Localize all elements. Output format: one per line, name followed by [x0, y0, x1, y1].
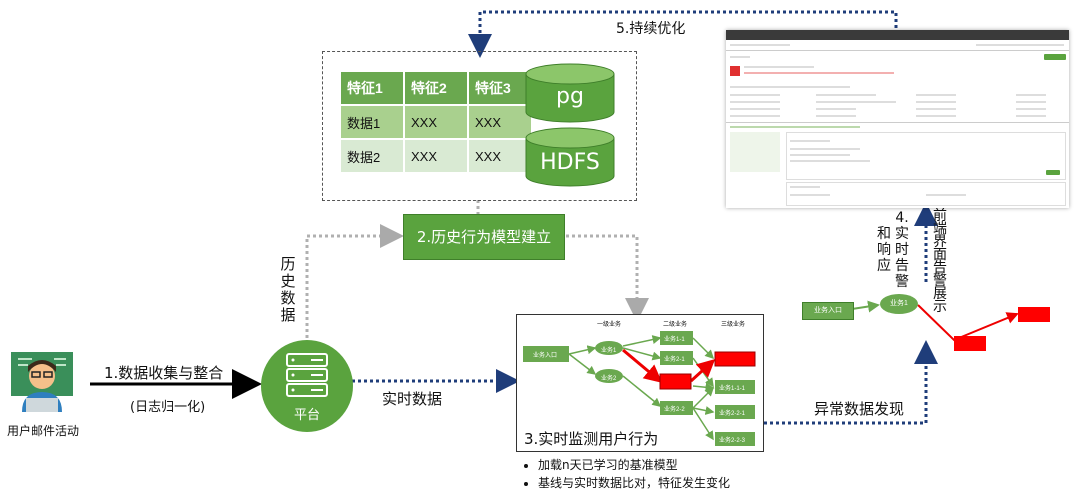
level3-header: 三级业务 — [721, 322, 746, 328]
db-hdfs-label: HDFS — [540, 150, 600, 175]
alert-label-col2: 和 响 应 — [877, 226, 891, 274]
list-item: 加载n天已学习的基准模型 — [538, 456, 730, 474]
optimize-label: 5.持续优化 — [616, 21, 686, 37]
right-node-1: 业务1 — [880, 294, 918, 314]
server-icon — [286, 353, 328, 397]
list-item: 基线与实时数据比对，特征发生变化 — [538, 474, 730, 492]
node-2: 业务2 — [601, 376, 617, 382]
dashboard-screenshot — [726, 30, 1069, 208]
table-cell: XXX — [467, 104, 533, 140]
table-cell: XXX — [467, 138, 533, 174]
node-1-1: 业务1-1 — [664, 337, 685, 343]
storage-box — [322, 51, 637, 201]
user-avatar-icon — [11, 352, 73, 412]
node-2-2-3: 业务2-2-3 — [719, 438, 746, 444]
optimize-loop-arrow — [468, 10, 898, 58]
db-pg-label: pg — [556, 84, 584, 109]
collect-label: 1.数据收集与整合 — [104, 364, 224, 382]
table-cell: 数据2 — [339, 138, 405, 174]
history-data-label: 历 史 数 据 — [280, 255, 296, 324]
monitor-title: 3.实时监测用户行为 — [524, 428, 659, 449]
node-1: 业务1 — [601, 348, 617, 354]
bullet-list: 加载n天已学习的基准模型 基线与实时数据比对，特征发生变化 — [520, 456, 730, 492]
database-icon — [525, 63, 615, 187]
platform-label: 平台 — [293, 408, 320, 423]
level2-header: 二级业务 — [663, 322, 688, 328]
table-header: 特征1 — [339, 70, 405, 106]
platform-node — [261, 340, 353, 432]
node-entry: 业务入口 — [533, 353, 558, 359]
table-header: 特征2 — [403, 70, 469, 106]
alert-label-col1: 4. 实 时 告 警 — [895, 210, 909, 290]
model-to-monitor-path — [566, 234, 649, 322]
frontend-label: 前 端 界 面 告 警 展 示 — [933, 208, 947, 315]
feature-table: 特征1 特征2 特征3 数据1 XXX XXX 数据2 XXX XXX — [339, 70, 533, 174]
history-data-path — [305, 224, 404, 338]
anomaly-arrow — [764, 340, 938, 425]
table-cell: 数据1 — [339, 104, 405, 140]
user-activity-label: 用户邮件活动 — [6, 424, 79, 438]
business-flow-graph — [523, 331, 756, 446]
alert-node-red — [954, 336, 986, 351]
node-1-1-1: 业务1-1-1 — [719, 386, 746, 392]
table-header: 特征3 — [467, 70, 533, 106]
right-entry-node: 业务入口 — [802, 302, 854, 320]
dashboard-topbar — [726, 30, 1069, 40]
table-cell: XXX — [403, 138, 469, 174]
history-model-box: 2.历史行为模型建立 — [403, 214, 565, 260]
realtime-label: 实时数据 — [382, 390, 443, 408]
business-flow-labels: 业务入口 一级业务 二级业务 三级业务 业务1 业务2 业务1-1 业务2-1 … — [517, 315, 761, 449]
node-2-2-1: 业务2-2-1 — [719, 411, 746, 417]
alert-node-red — [1018, 307, 1050, 322]
level1-header: 一级业务 — [597, 322, 622, 328]
collect-sub-label: (日志归一化) — [130, 400, 206, 415]
node-2-2: 业务2-2 — [664, 407, 685, 413]
node-2-1: 业务2-1 — [664, 357, 685, 363]
alert-badge-icon — [730, 66, 740, 76]
table-cell: XXX — [403, 104, 469, 140]
anomaly-label: 异常数据发现 — [814, 400, 905, 418]
